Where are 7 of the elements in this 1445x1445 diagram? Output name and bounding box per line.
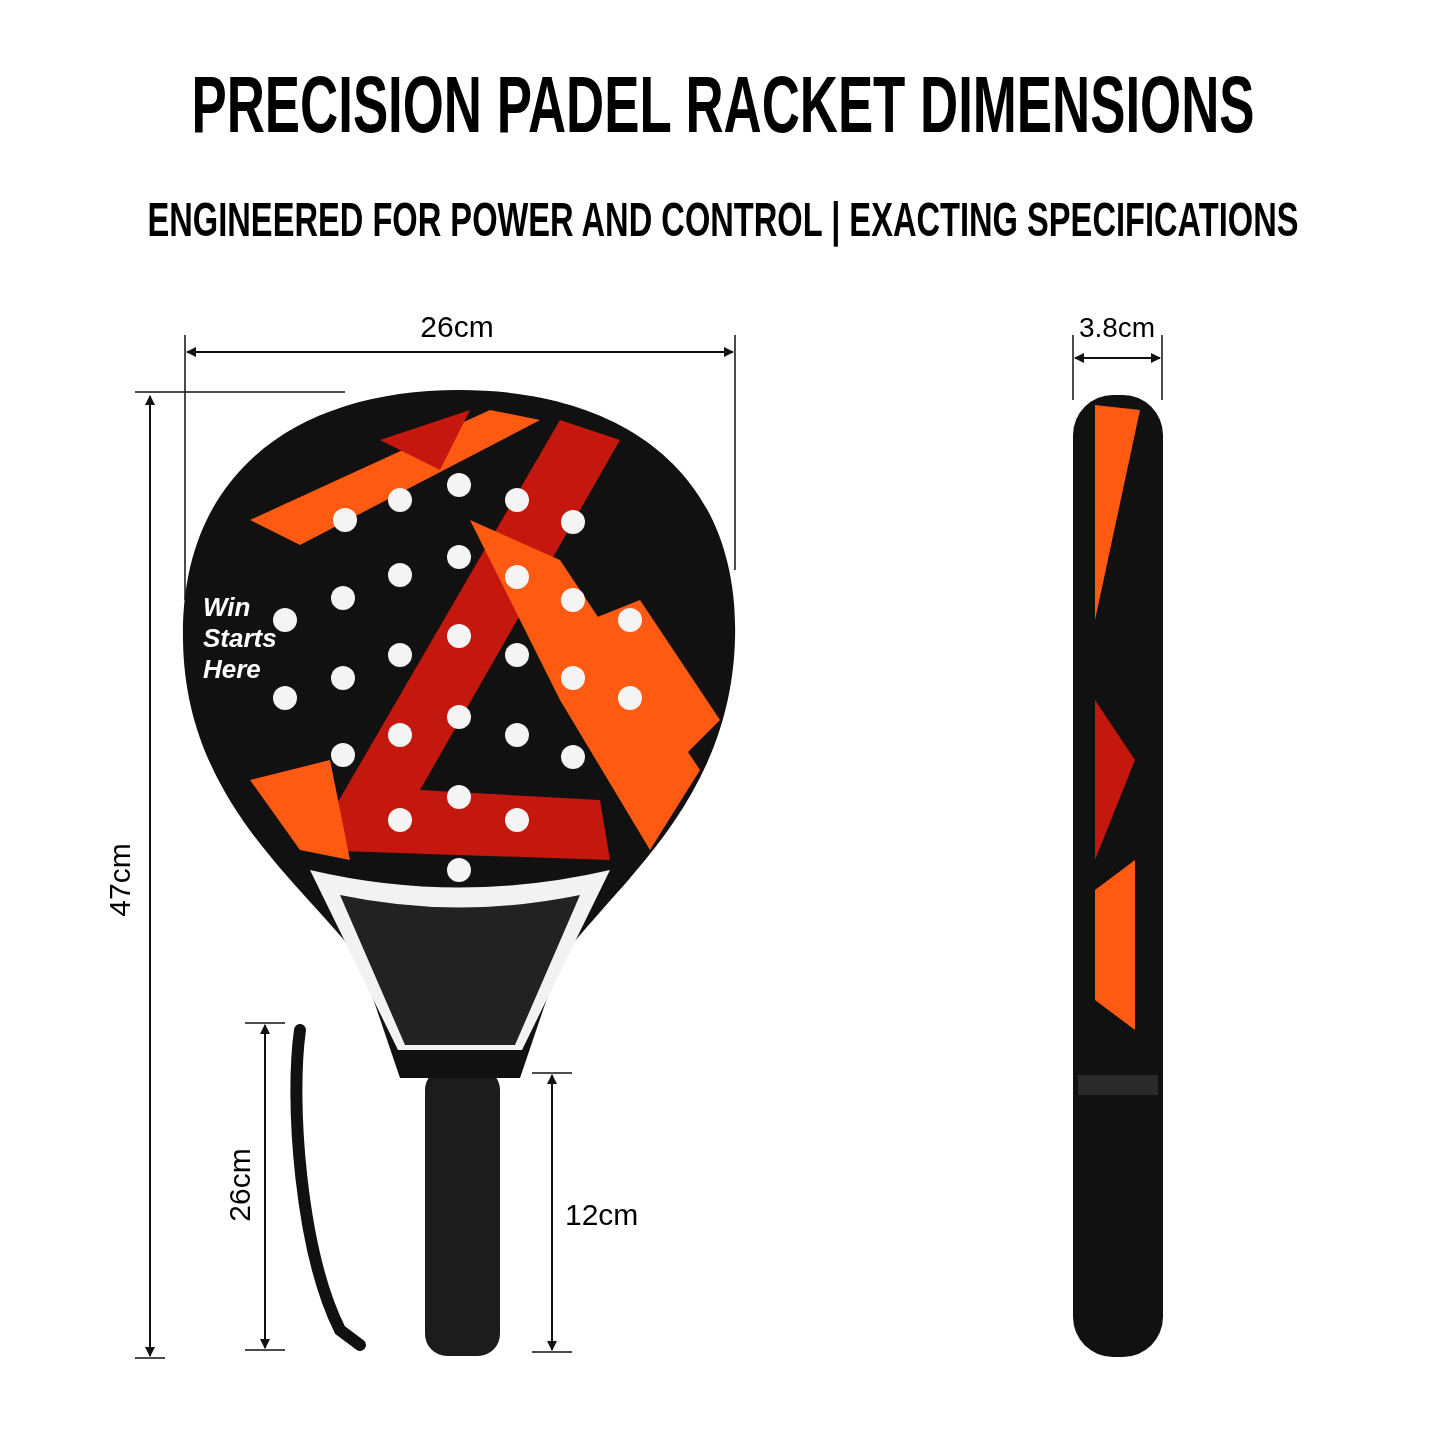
dimension-label: 12cm	[565, 1198, 639, 1232]
dimension-label: 47cm	[103, 843, 137, 917]
dimension-label: 26cm	[420, 310, 494, 344]
slogan-text: Win Starts Here	[203, 592, 278, 686]
title: PRECISION PADEL RACKET DIMENSIONS	[191, 65, 1254, 145]
dimension-label: 26cm	[223, 1148, 257, 1222]
dimension-label: 3.8cm	[1078, 312, 1156, 344]
